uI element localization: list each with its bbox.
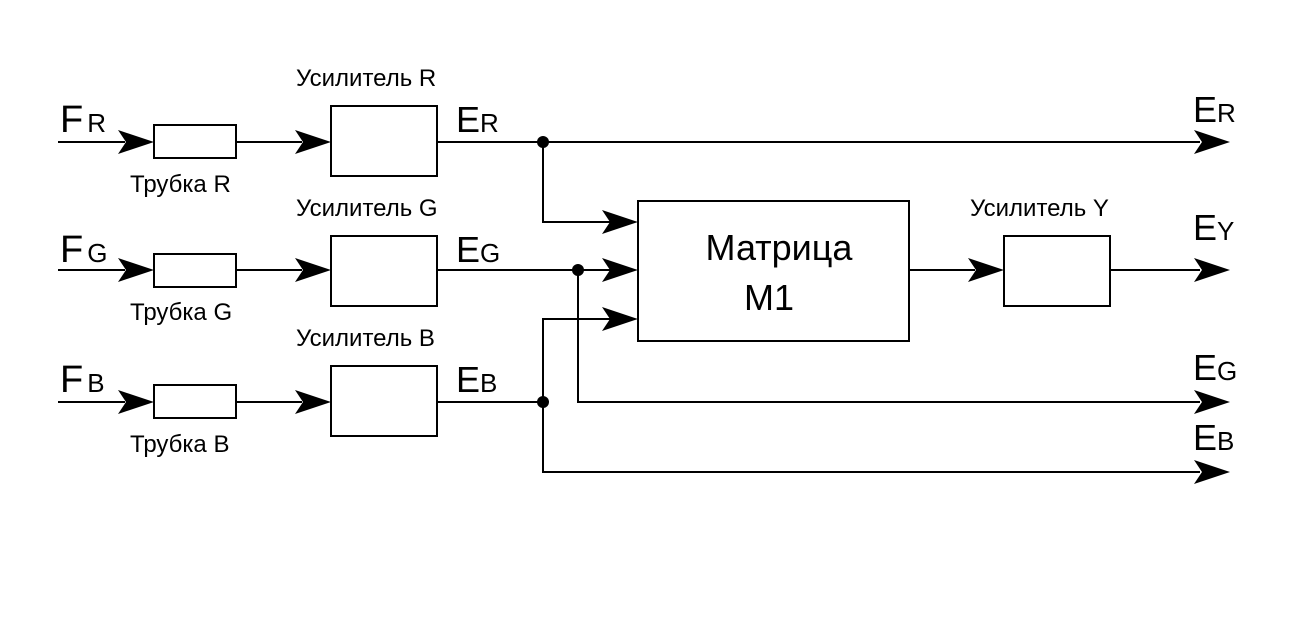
tube-b-box (153, 384, 237, 419)
amp-b-box (330, 365, 438, 437)
r-matrix-arrow (602, 210, 638, 234)
amp-g-output-label: EG (456, 229, 500, 270)
tube-g-box (153, 253, 237, 288)
g-branch-line (577, 270, 1200, 403)
amp-r-box (330, 105, 438, 177)
b-matrix-arrow (602, 307, 638, 331)
amp-y-arrow (968, 258, 1004, 282)
output-r-label: ER (1193, 89, 1236, 130)
g-output-arrow (1194, 390, 1230, 414)
output-y-label: EY (1193, 207, 1234, 248)
amp-y-box (1003, 235, 1111, 307)
amp-g-label: Усилитель G (296, 195, 438, 222)
r-input-arrow (118, 130, 154, 154)
amp-r-label: Усилитель R (296, 65, 436, 92)
b-branch-line (542, 402, 1200, 473)
r-output-arrow (1194, 130, 1230, 154)
tube-r-box (153, 124, 237, 159)
matrix-label-line2: M1 (744, 277, 794, 318)
b-output-arrow (1194, 460, 1230, 484)
tube-r-label: Трубка R (130, 171, 231, 198)
amp-b-label: Усилитель B (296, 325, 435, 352)
amp-r-output-label: ER (456, 99, 499, 140)
matrix-box (637, 200, 910, 342)
amp-y-label: Усилитель Y (970, 195, 1109, 222)
b-amp-arrow (295, 390, 331, 414)
r-amp-arrow (295, 130, 331, 154)
tube-b-label: Трубка B (130, 431, 229, 458)
b-input-arrow (118, 390, 154, 414)
amp-g-box (330, 235, 438, 307)
tube-g-label: Трубка G (130, 299, 232, 326)
g-input-arrow (118, 258, 154, 282)
output-b-label: EB (1193, 417, 1234, 458)
matrix-label-line1: Матрица (706, 227, 854, 268)
g-amp-arrow (295, 258, 331, 282)
output-g-label: EG (1193, 347, 1237, 388)
r-to-matrix-line (542, 142, 612, 223)
g-matrix-arrow (602, 258, 638, 282)
b-to-matrix-line (542, 318, 612, 402)
y-output-arrow (1194, 258, 1230, 282)
amp-b-output-label: EB (456, 359, 497, 400)
